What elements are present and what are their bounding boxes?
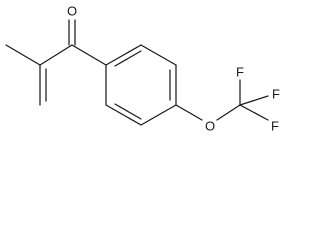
fluorine-top-label: F <box>236 65 244 80</box>
fluorine-bottom-label: F <box>271 119 279 134</box>
ring-bond-4 <box>140 104 177 126</box>
ring-bond-2 <box>140 44 177 66</box>
ether-oxygen-label: O <box>205 119 215 134</box>
ring-bond-1 <box>105 44 142 66</box>
ether-oxygen-to-cf3-bond <box>216 104 241 121</box>
fluorine-right-label: F <box>272 87 280 102</box>
carbonyl-oxygen-label: O <box>67 4 77 19</box>
ring-inner-double-bond-bottom <box>114 103 142 120</box>
benzene-ring <box>105 44 177 126</box>
ring-to-ether-oxygen-bond <box>175 104 203 121</box>
alkene-to-carbonyl-bond <box>39 44 73 66</box>
carbonyl-to-ring-bond <box>71 44 107 66</box>
cf3-right-fluorine-bond <box>239 95 269 106</box>
methacryloyl-group <box>5 19 107 106</box>
chemical-structure: O O F F F <box>5 4 280 134</box>
cf3-bottom-fluorine-bond <box>239 104 269 121</box>
ring-bond-5 <box>105 104 142 126</box>
ring-inner-double-bond-top <box>114 50 142 67</box>
methyl-bond <box>5 44 41 66</box>
trifluoromethoxy-group <box>175 79 269 121</box>
